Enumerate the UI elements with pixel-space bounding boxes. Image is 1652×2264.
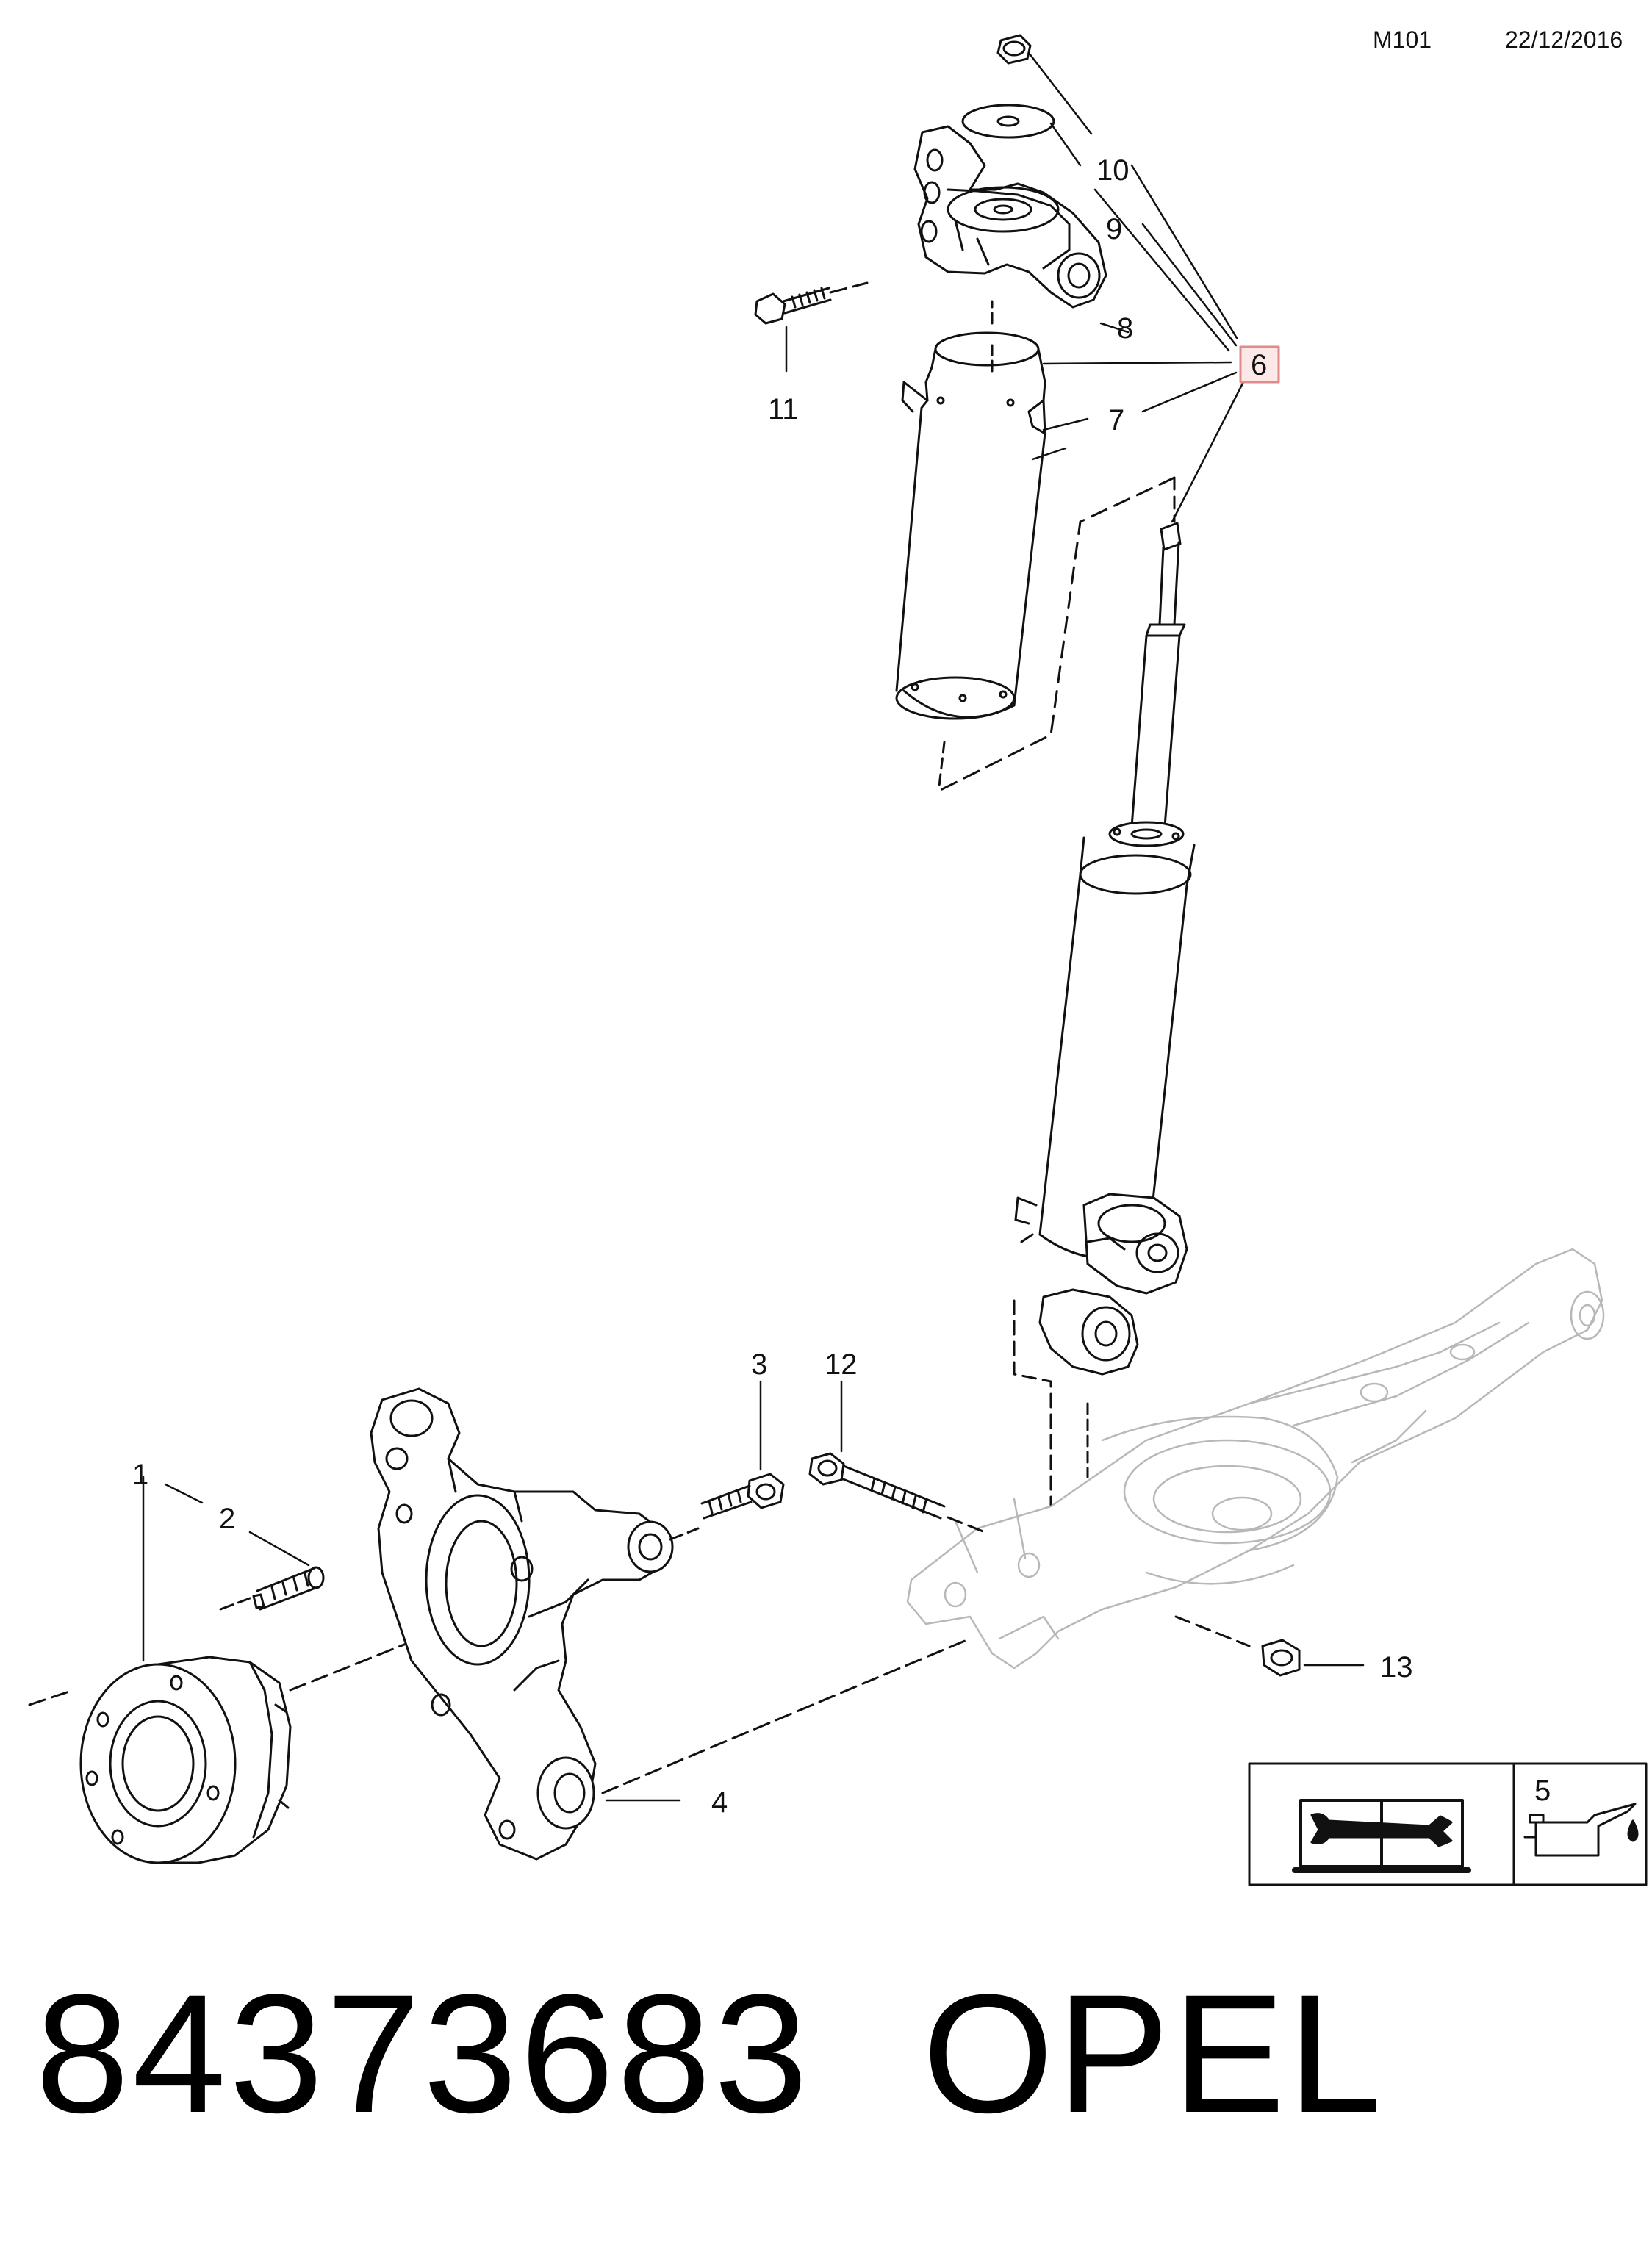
- callout-12: 12: [825, 1348, 858, 1381]
- callout-13: 13: [1380, 1651, 1413, 1683]
- leader-lines: [142, 51, 1365, 1802]
- callout-4: 4: [711, 1786, 728, 1819]
- knuckle-bolt: [700, 1473, 785, 1520]
- callout-1: 1: [132, 1459, 148, 1491]
- callout-10: 10: [1096, 154, 1130, 187]
- mount-bolt: [754, 287, 832, 325]
- page-code: M101: [1373, 26, 1432, 53]
- callout-8: 8: [1117, 312, 1133, 345]
- top-nut: [996, 34, 1032, 65]
- axle-bolt: [808, 1452, 946, 1520]
- brand-name: OPEL: [922, 1959, 1385, 2148]
- part-number: 84373683: [35, 1959, 811, 2148]
- callout-9: 9: [1106, 213, 1122, 245]
- callout-3: 3: [751, 1348, 767, 1381]
- callout-2: 2: [219, 1503, 235, 1535]
- callout-6-highlight: [1239, 345, 1280, 384]
- shock-lower-bushing: [1038, 1288, 1139, 1376]
- manual-wrench-icon: [1292, 1799, 1471, 1873]
- page-date: 22/12/2016: [1505, 26, 1623, 53]
- callout-labels: 10 9 8 6 7 11 1 2 3 12 4 13 5: [132, 154, 1551, 1819]
- oil-can-icon: [1523, 1803, 1639, 1857]
- axle-nut: [1261, 1639, 1301, 1677]
- callout-11: 11: [768, 393, 799, 425]
- upper-mount-bracket: [913, 125, 1107, 309]
- wheel-hub-bearing: [79, 1656, 292, 1864]
- rear-axle-beam: [906, 1248, 1605, 1670]
- callout-5: 5: [1534, 1775, 1551, 1807]
- callout-7: 7: [1108, 404, 1124, 436]
- top-washer: [961, 104, 1055, 139]
- shock-absorber: [1014, 522, 1196, 1259]
- dust-boot: [895, 331, 1046, 720]
- shock-lower-collar: [1082, 1193, 1188, 1295]
- wheel-stud: [252, 1566, 325, 1611]
- callout-6: 6: [1251, 349, 1267, 381]
- knuckle: [370, 1387, 674, 1861]
